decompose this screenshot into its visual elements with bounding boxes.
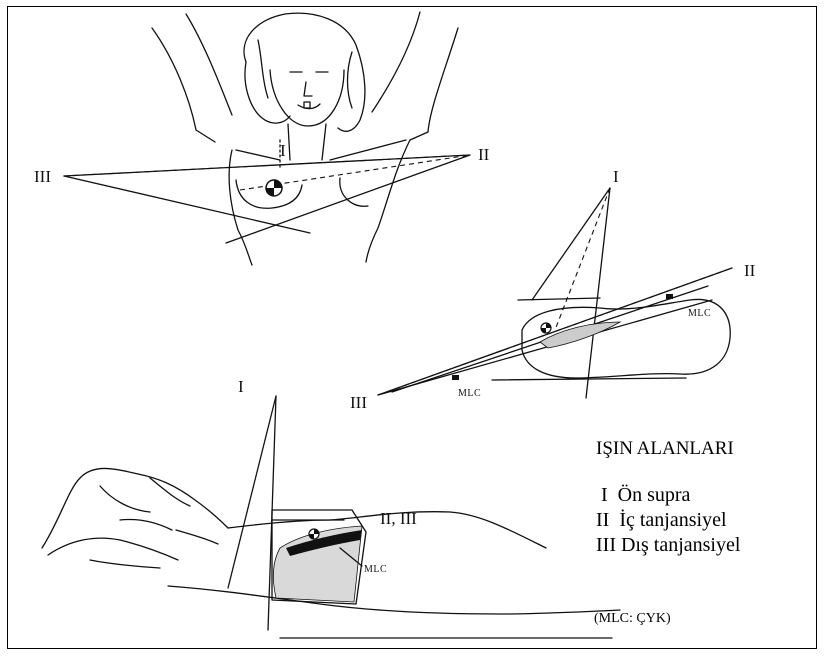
label-bottom-II-III: II, III <box>380 509 417 528</box>
label-bottom-mlc: MLC <box>364 564 387 575</box>
frontal-patient-sketch <box>152 12 458 265</box>
label-right-mlc-bottom: MLC <box>458 388 481 399</box>
legend-list: I Ön supra II İç tanjansiyel III Dış tan… <box>596 483 740 558</box>
label-right-III: III <box>350 393 367 412</box>
label-right-I: I <box>613 167 619 186</box>
label-right-mlc-top: MLC <box>688 308 711 319</box>
isocenter-marker-top <box>266 180 282 196</box>
legend-title: IŞIN ALANLARI <box>596 438 734 460</box>
legend-item-II: II İç tanjansiyel <box>596 508 740 533</box>
label-top-II: II <box>478 145 490 164</box>
isocenter-marker-bottom <box>309 529 319 539</box>
label-top-III: III <box>34 167 51 186</box>
legend-item-III: III Dış tanjansiyel <box>596 533 740 558</box>
transverse-section-sketch <box>378 188 732 398</box>
label-right-II: II <box>744 261 756 280</box>
legend-item-I: I Ön supra <box>596 483 740 508</box>
legend-note: (MLC: ÇYK) <box>594 611 671 627</box>
isocenter-marker-right <box>541 323 551 333</box>
lateral-patient-sketch <box>42 396 620 638</box>
label-top-I: I <box>280 141 286 160</box>
label-bottom-I: I <box>238 377 244 396</box>
